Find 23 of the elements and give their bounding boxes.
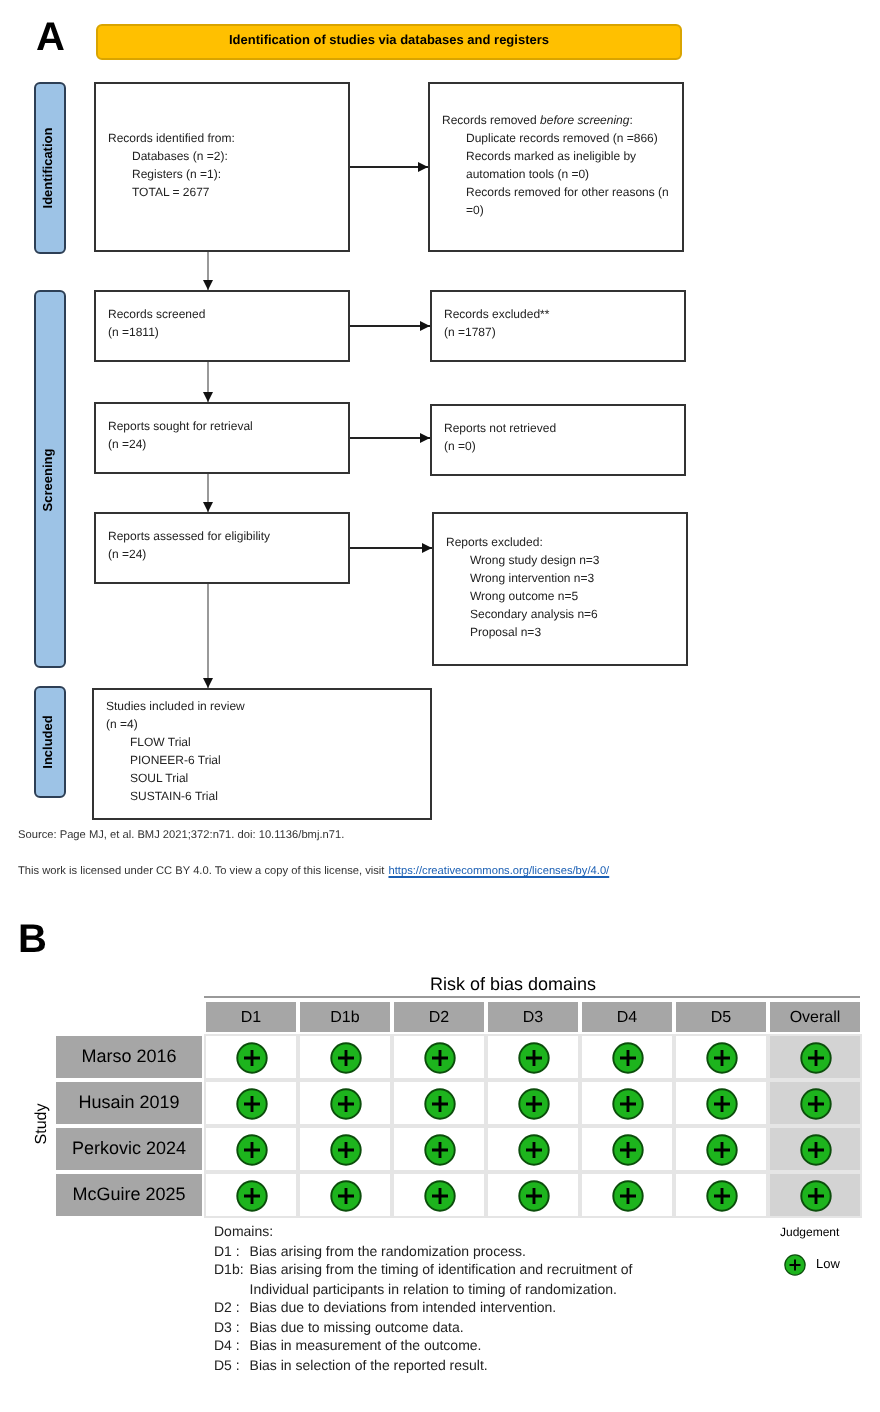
panel-letter: A — [36, 18, 65, 58]
column-header: D5 — [674, 1000, 768, 1034]
row-header: Husain 2019 — [54, 1080, 204, 1126]
row-header: McGuire 2025 — [54, 1172, 204, 1218]
arrow — [203, 583, 213, 689]
column-header: D4 — [580, 1000, 674, 1034]
arrow — [203, 473, 213, 513]
arrow — [203, 361, 213, 403]
axis-title: Risk of bias domains — [430, 972, 597, 998]
arrow — [349, 321, 431, 331]
arrow — [203, 251, 213, 291]
row-header: Perkovic 2024 — [54, 1126, 204, 1172]
row-header: Marso 2016 — [54, 1034, 204, 1080]
axis-title: Study — [30, 1103, 53, 1145]
column-header: Overall — [768, 1000, 862, 1034]
arrow — [349, 543, 433, 553]
column-header: D2 — [392, 1000, 486, 1034]
column-header: D3 — [486, 1000, 580, 1034]
panel-letter: B — [18, 920, 47, 960]
arrow — [349, 162, 429, 172]
arrow — [349, 433, 431, 443]
column-header: D1b — [298, 1000, 392, 1034]
column-header: D1 — [204, 1000, 298, 1034]
